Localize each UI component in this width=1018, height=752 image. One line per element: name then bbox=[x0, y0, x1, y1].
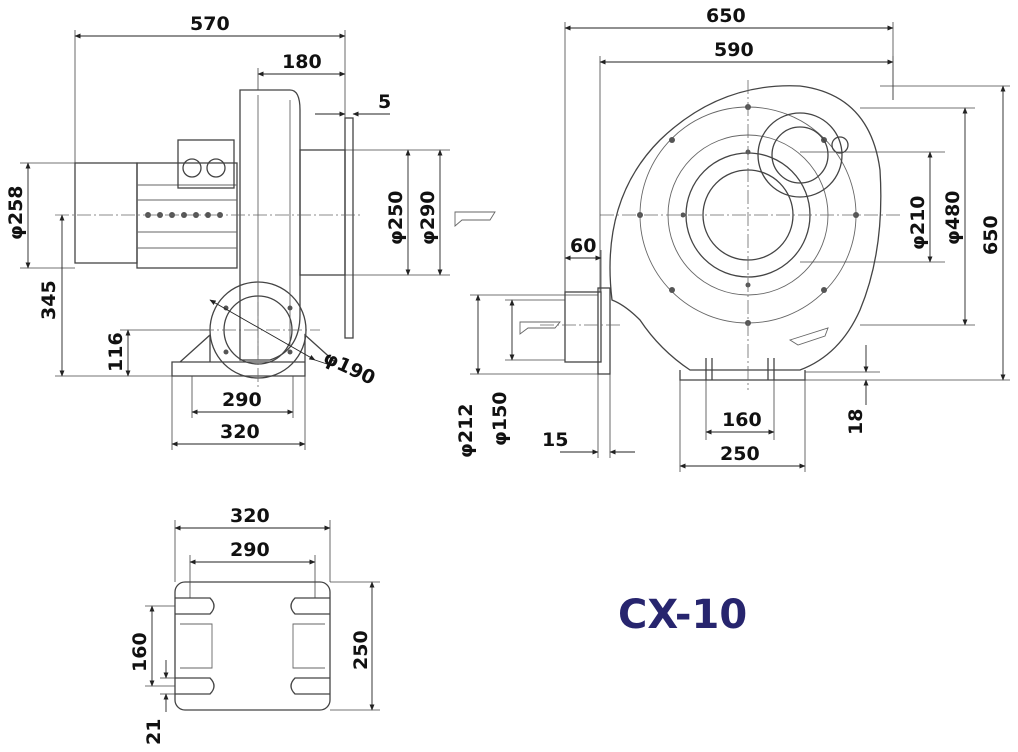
side-view: 570 180 5 φ258 φ250 φ290 345 116 φ190 bbox=[5, 13, 496, 450]
dim-flange-diameter: φ480 bbox=[942, 190, 964, 245]
dim-slot-spacing: 160 bbox=[129, 632, 151, 672]
base-stand-side bbox=[171, 333, 336, 377]
dim-plate-outer-width: 320 bbox=[230, 505, 270, 527]
outlet-flange-front bbox=[597, 287, 611, 375]
dim-plate-depth: 250 bbox=[350, 630, 372, 670]
airflow-arrow-icon bbox=[788, 327, 829, 346]
mounting-slot bbox=[175, 597, 215, 615]
dim-plate-inner-width: 290 bbox=[230, 539, 270, 561]
dim-center-height: 345 bbox=[38, 280, 60, 320]
dim-housing-span: 590 bbox=[714, 39, 754, 61]
outlet-flange-side bbox=[344, 117, 354, 339]
base-plate-outline bbox=[174, 581, 331, 711]
dim-inlet-diameter: φ190 bbox=[320, 347, 379, 390]
dim-housing-width: 180 bbox=[282, 51, 322, 73]
outlet-duct-front bbox=[564, 291, 602, 363]
dim-outlet-inner-diameter: φ150 bbox=[489, 391, 511, 446]
dim-motor-diameter: φ258 bbox=[5, 185, 27, 240]
dim-inlet-inner-diameter: φ210 bbox=[907, 195, 929, 250]
dim-overall-length: 570 bbox=[190, 13, 230, 35]
dim-outlet-inner-diameter: φ250 bbox=[385, 190, 407, 245]
dim-overall-height: 650 bbox=[980, 215, 1002, 255]
dim-base-height: 116 bbox=[105, 332, 127, 372]
airflow-arrow-icon bbox=[454, 211, 496, 227]
dim-base-outer: 250 bbox=[720, 443, 760, 465]
dim-flange-thickness: 5 bbox=[378, 91, 391, 113]
motor-end-cap bbox=[757, 112, 843, 198]
fan-volute-housing bbox=[609, 85, 882, 371]
mounting-slot bbox=[290, 677, 330, 695]
dim-overall-width: 650 bbox=[706, 5, 746, 27]
motor-body bbox=[74, 162, 138, 264]
base-stand-front bbox=[679, 358, 806, 381]
mounting-slot bbox=[175, 677, 215, 695]
front-view: 650 590 φ210 φ480 650 60 φ212 φ150 bbox=[455, 5, 1010, 472]
base-plate-view: 320 290 250 160 21 bbox=[129, 505, 380, 745]
dim-base-outer-width: 320 bbox=[220, 421, 260, 443]
dim-base-inner: 160 bbox=[722, 409, 762, 431]
motor-hub-icon bbox=[831, 136, 849, 154]
airflow-arrow-icon bbox=[519, 321, 561, 335]
model-title: CX-10 bbox=[618, 592, 747, 638]
dim-flange-thickness-front: 15 bbox=[542, 429, 568, 451]
terminal-gland-icon bbox=[206, 158, 226, 178]
dim-base-inner-width: 290 bbox=[222, 389, 262, 411]
dim-outlet-length: 60 bbox=[570, 235, 596, 257]
dim-slot-width: 21 bbox=[143, 719, 165, 745]
dim-outlet-outer-diameter: φ290 bbox=[417, 190, 439, 245]
outlet-duct-side bbox=[299, 149, 346, 276]
terminal-box bbox=[177, 139, 235, 189]
dim-outlet-outer-diameter: φ212 bbox=[455, 403, 477, 458]
terminal-gland-icon bbox=[182, 158, 202, 178]
dim-base-thickness: 18 bbox=[845, 409, 867, 435]
mounting-slot bbox=[290, 597, 330, 615]
motor-fins bbox=[136, 162, 238, 269]
